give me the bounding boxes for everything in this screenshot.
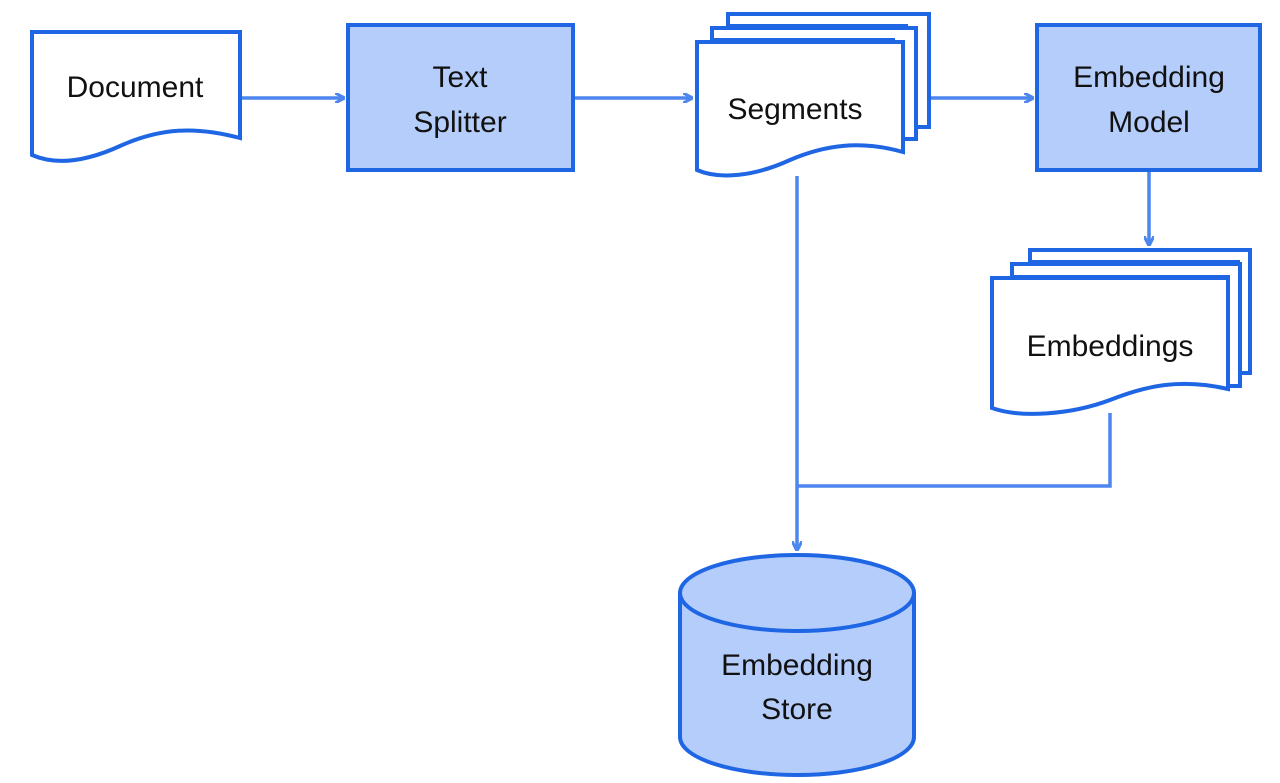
segments-front-page [695, 40, 905, 178]
embedding-model-label-line1: Embedding [1073, 61, 1225, 94]
embedding-store-body [678, 593, 916, 777]
embedding-model-box [1035, 23, 1262, 172]
embedding-store-label-line2: Store [761, 693, 833, 726]
embedding-store-label-line1: Embedding [721, 649, 873, 682]
embedding-store-top [678, 553, 916, 633]
edge-embeddings-to-embedding-store [797, 413, 1112, 488]
document-node: Document [30, 30, 242, 163]
document-shape [30, 30, 242, 163]
text-splitter-label-line2: Splitter [413, 106, 506, 139]
connectors [240, 98, 1149, 550]
text-splitter-label-line1: Text [432, 61, 488, 94]
embeddings-label: Embeddings [1027, 330, 1194, 363]
segments-node: Segments [695, 12, 931, 178]
document-label: Document [67, 71, 204, 104]
embedding-store-node: Embedding Store [678, 553, 916, 777]
embedding-model-node: Embedding Model [1035, 23, 1262, 172]
text-splitter-box [346, 23, 575, 172]
segments-label: Segments [727, 93, 862, 126]
text-splitter-node: Text Splitter [346, 23, 575, 172]
embeddings-front-page [990, 276, 1230, 416]
embeddings-node: Embeddings [990, 248, 1252, 416]
embedding-model-label-line2: Model [1108, 106, 1190, 139]
